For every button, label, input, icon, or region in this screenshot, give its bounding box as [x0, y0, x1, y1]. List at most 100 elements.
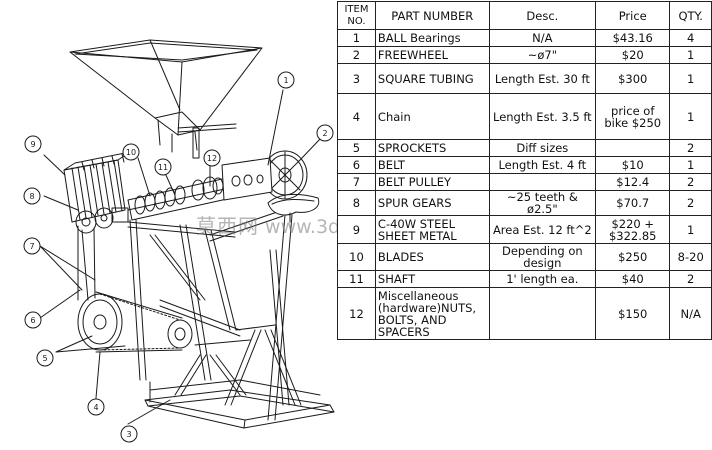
handle-bar	[177, 123, 237, 159]
cell-price: $150	[595, 287, 671, 340]
callout-label-2: 2	[322, 129, 327, 138]
belt	[77, 225, 96, 301]
frame	[127, 209, 335, 429]
table-row: 1 BALL Bearings N/A $43.16 4	[337, 29, 712, 47]
callout-label-1: 1	[283, 76, 288, 85]
table-row: 3 SQUARE TUBING Length Est. 30 ft $300 1	[337, 63, 712, 94]
cell-part: SPROCKETS	[374, 139, 490, 157]
cell-price: $220 + $322.85	[595, 215, 671, 244]
callout-label-6: 6	[30, 316, 35, 325]
cell-qty: 1	[669, 215, 712, 244]
cell-desc: Length Est. 4 ft	[488, 156, 597, 174]
callout-label-3: 3	[126, 430, 131, 439]
cell-item: 4	[337, 93, 376, 140]
cell-desc: Length Est. 3.5 ft	[488, 93, 597, 140]
table-row: 12 Miscellaneous (hardware)NUTS, BOLTS, …	[337, 287, 712, 340]
header-part-number: PART NUMBER	[374, 1, 490, 30]
table-header-row: ITEM NO. PART NUMBER Desc. Price QTY.	[337, 1, 712, 30]
cell-qty: 2	[669, 139, 712, 157]
cell-part: SHAFT	[374, 270, 490, 288]
cell-qty: 1	[669, 46, 712, 64]
cell-part: BELT	[374, 156, 490, 174]
table-row: 8 SPUR GEARS ~25 teeth & ø2.5" $70.7 2	[337, 190, 712, 216]
cell-qty: N/A	[669, 287, 712, 340]
cell-desc: Area Est. 12 ft^2	[488, 215, 597, 244]
cell-desc: Length Est. 30 ft	[488, 63, 597, 94]
cell-item: 10	[337, 243, 376, 271]
pulley-pair	[75, 207, 129, 234]
seat	[267, 193, 320, 223]
cell-part: BALL Bearings	[374, 29, 490, 47]
cell-qty: 2	[669, 270, 712, 288]
cell-item: 7	[337, 173, 376, 191]
hopper	[69, 39, 263, 153]
table-row: 5 SPROCKETS Diff sizes 2	[337, 139, 712, 157]
cell-item: 6	[337, 156, 376, 174]
cell-part: BELT PULLEY	[374, 173, 490, 191]
cell-desc: Diff sizes	[488, 139, 597, 157]
cell-item: 12	[337, 287, 376, 340]
cell-qty: 2	[669, 173, 712, 191]
cell-part: SQUARE TUBING	[374, 63, 490, 94]
table-row: 9 C-40W STEEL SHEET METAL Area Est. 12 f…	[337, 215, 712, 244]
bill-of-materials-table: ITEM NO. PART NUMBER Desc. Price QTY. 1 …	[337, 1, 712, 340]
cell-qty: 8-20	[669, 243, 712, 271]
header-qty: QTY.	[669, 1, 712, 30]
cell-desc: 1' length ea.	[488, 270, 597, 288]
cell-part: C-40W STEEL SHEET METAL	[374, 215, 490, 244]
cell-price: $70.7	[595, 190, 671, 216]
cell-price: $40	[595, 270, 671, 288]
callout-label-10: 10	[126, 148, 136, 157]
cell-price: $20	[595, 46, 671, 64]
cell-price: price of bike $250	[595, 93, 671, 140]
cell-item: 2	[337, 46, 376, 64]
cell-price: $43.16	[595, 29, 671, 47]
cell-qty: 1	[669, 93, 712, 140]
cell-qty: 4	[669, 29, 712, 47]
table-row: 7 BELT PULLEY $12.4 2	[337, 173, 712, 191]
header-desc: Desc.	[488, 1, 597, 30]
cell-item: 9	[337, 215, 376, 244]
header-price: Price	[595, 1, 671, 30]
table-row: 11 SHAFT 1' length ea. $40 2	[337, 270, 712, 288]
callout-leaders	[39, 89, 322, 425]
cell-part: FREEWHEEL	[374, 46, 490, 64]
callout-bubbles	[23, 71, 334, 443]
callout-label-9: 9	[30, 140, 35, 149]
cell-price: $12.4	[595, 173, 671, 191]
callout-label-12: 12	[207, 154, 217, 163]
blades-block	[63, 151, 131, 223]
callout-label-11: 11	[158, 163, 168, 172]
table-row: 4 Chain Length Est. 3.5 ft price of bike…	[337, 93, 712, 140]
cell-desc: ~ø7"	[488, 46, 597, 64]
table-row: 10 BLADES Depending on design $250 8-20	[337, 243, 712, 271]
callout-label-4: 4	[93, 403, 98, 412]
cell-item: 1	[337, 29, 376, 47]
cell-part: SPUR GEARS	[374, 190, 490, 216]
shaft-assembly	[127, 157, 273, 221]
table-row: 6 BELT Length Est. 4 ft $10 1	[337, 156, 712, 174]
cell-desc: N/A	[488, 29, 597, 47]
cell-item: 3	[337, 63, 376, 94]
cell-part: Chain	[374, 93, 490, 140]
cell-qty: 1	[669, 63, 712, 94]
cell-desc: Depending on design	[488, 243, 597, 271]
cell-price: $300	[595, 63, 671, 94]
callout-label-7: 7	[29, 242, 34, 251]
cell-price: $10	[595, 156, 671, 174]
cell-price: $250	[595, 243, 671, 271]
cell-part: Miscellaneous (hardware)NUTS, BOLTS, AND…	[374, 287, 490, 340]
header-item-no: ITEM NO.	[337, 1, 376, 30]
cell-item: 8	[337, 190, 376, 216]
cell-desc: ~25 teeth & ø2.5"	[488, 190, 597, 216]
table-row: 2 FREEWHEEL ~ø7" $20 1	[337, 46, 712, 64]
cell-item: 11	[337, 270, 376, 288]
callout-label-5: 5	[42, 354, 47, 363]
cell-item: 5	[337, 139, 376, 157]
cell-desc	[488, 287, 597, 340]
cell-part: BLADES	[374, 243, 490, 271]
cell-qty: 1	[669, 156, 712, 174]
cell-desc	[488, 173, 597, 191]
callout-label-8: 8	[29, 192, 34, 201]
